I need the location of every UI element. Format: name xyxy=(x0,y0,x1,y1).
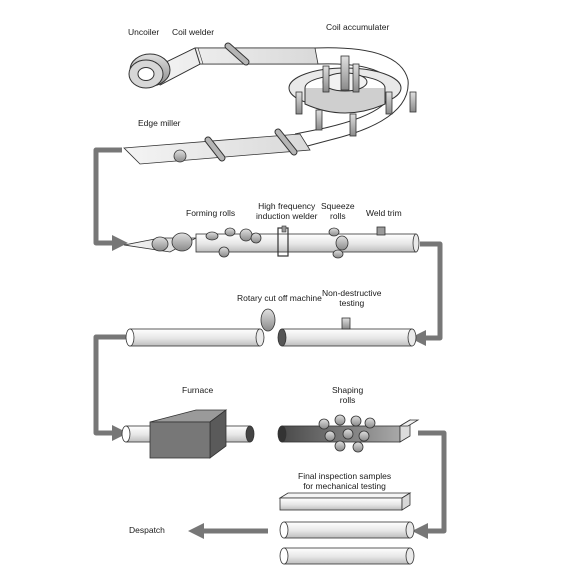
edge-miller-strip xyxy=(123,128,311,165)
label-shaping-rolls: Shaping rolls xyxy=(332,385,364,405)
coil-welder xyxy=(224,42,250,66)
label-rotary-cut-off: Rotary cut off machine xyxy=(237,293,322,303)
flow-arrow-1 xyxy=(93,147,129,252)
final-products xyxy=(278,492,415,565)
coil-accumulator xyxy=(288,55,417,137)
label-ndt: Non-destructive testing xyxy=(322,288,382,308)
label-final-inspection: Final inspection samples for mechanical … xyxy=(298,471,392,491)
flow-arrows xyxy=(93,147,447,540)
furnace-line xyxy=(121,409,420,459)
label-despatch: Despatch xyxy=(129,525,165,535)
flow-arrow-3 xyxy=(93,334,129,442)
flow-arrow-2 xyxy=(409,241,443,347)
cutoff-line xyxy=(125,308,417,347)
label-coil-welder: Coil welder xyxy=(172,27,215,37)
label-hf-welder: High frequency induction welder xyxy=(256,201,318,221)
flow-arrow-4 xyxy=(411,430,447,540)
label-uncoiler: Uncoiler xyxy=(128,27,160,37)
forming-line xyxy=(123,225,420,259)
label-edge-miller: Edge miller xyxy=(138,118,181,128)
label-squeeze-rolls: Squeeze rolls xyxy=(321,201,355,221)
label-coil-accumulator: Coil accumulater xyxy=(326,22,390,32)
label-forming-rolls: Forming rolls xyxy=(186,208,236,218)
label-weld-trim: Weld trim xyxy=(366,208,402,218)
uncoiler xyxy=(128,53,171,89)
shaping-rolls xyxy=(318,414,376,453)
label-furnace: Furnace xyxy=(182,385,214,395)
